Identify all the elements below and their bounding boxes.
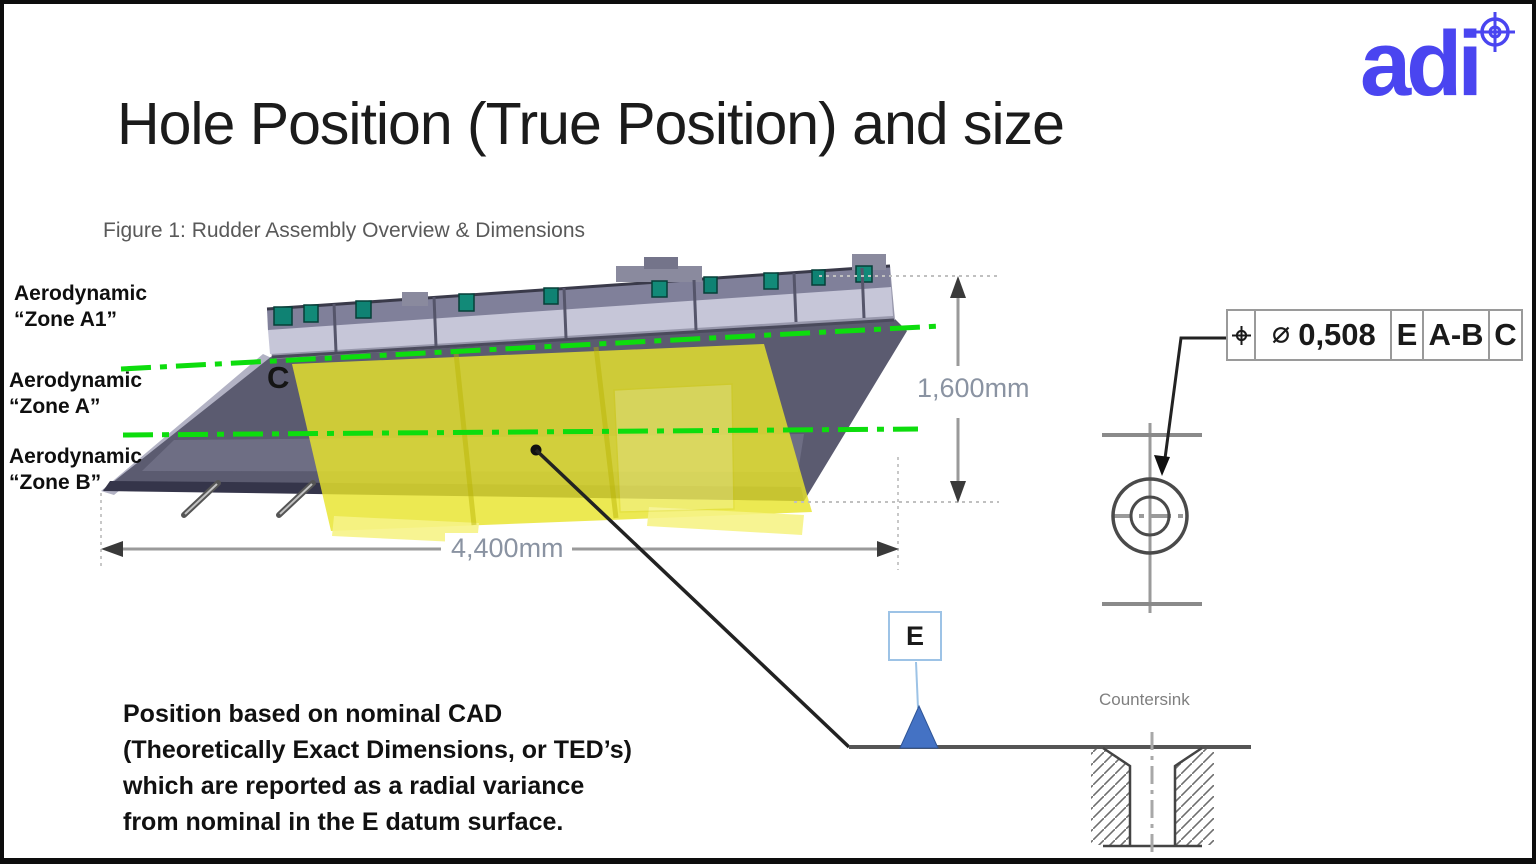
feature-control-frame: 0,508 E A-B C xyxy=(1226,309,1523,361)
zone-line-a-b xyxy=(122,426,919,438)
datum-triangle xyxy=(899,704,939,749)
page-title: Hole Position (True Position) and size xyxy=(117,91,1065,157)
zone-label-a-line2: “Zone A” xyxy=(9,395,101,418)
note-line-2: (Theoretically Exact Dimensions, or TED’… xyxy=(123,736,632,764)
zone-label-b: Aerodynamic “Zone B” xyxy=(9,444,142,496)
zone-line-a1-a xyxy=(120,323,942,372)
height-dimension-label: 1,600mm xyxy=(917,373,1030,403)
note-line-1: Position based on nominal CAD xyxy=(123,700,503,728)
figure-caption: Figure 1: Rudder Assembly Overview & Dim… xyxy=(103,219,586,242)
diameter-icon xyxy=(1272,326,1290,344)
datum-tertiary-cell: C xyxy=(1494,317,1517,352)
zone-label-a1-line1: Aerodynamic xyxy=(14,282,148,305)
zone-boundary-lines xyxy=(120,323,942,438)
true-position-icon xyxy=(1228,311,1256,359)
datum-e-flag: E xyxy=(888,611,942,661)
hinge-fittings xyxy=(273,265,873,326)
zone-label-a1-line2: “Zone A1” xyxy=(14,308,118,331)
tolerance-cell: 0,508 xyxy=(1256,311,1392,359)
note-text: Position based on nominal CAD (Theoretic… xyxy=(123,696,632,840)
yellow-zone-overlay xyxy=(292,344,812,543)
zone-label-a1: Aerodynamic “Zone A1” xyxy=(14,281,147,333)
countersink-section xyxy=(1091,732,1214,858)
width-dimension xyxy=(100,457,899,570)
countersink-label: Countersink xyxy=(1099,690,1190,709)
zone-label-a-line1: Aerodynamic xyxy=(9,369,143,392)
datum-primary-cell: E xyxy=(1392,311,1424,359)
note-line-3: which are reported as a radial variance xyxy=(123,772,585,800)
datum-secondary-cell: A-B xyxy=(1424,311,1490,359)
rudder-technical-diagram xyxy=(100,12,1515,858)
c-mark-label: C xyxy=(267,360,290,395)
datum-leader-line xyxy=(530,444,851,749)
note-line-4: from nominal in the E datum surface. xyxy=(123,808,564,836)
zone-label-b-line2: “Zone B” xyxy=(9,471,102,494)
crosshair-target-icon xyxy=(1475,12,1515,52)
width-dimension-label: 4,400mm xyxy=(445,533,570,564)
zone-label-a: Aerodynamic “Zone A” xyxy=(9,368,142,420)
datum-e-surface xyxy=(849,661,1251,749)
zone-label-b-line1: Aerodynamic xyxy=(9,445,143,468)
tolerance-value: 0,508 xyxy=(1298,317,1376,352)
height-dimension xyxy=(794,275,999,503)
hole-position-detail xyxy=(1102,336,1226,613)
adi-logo: adi xyxy=(1360,13,1483,115)
